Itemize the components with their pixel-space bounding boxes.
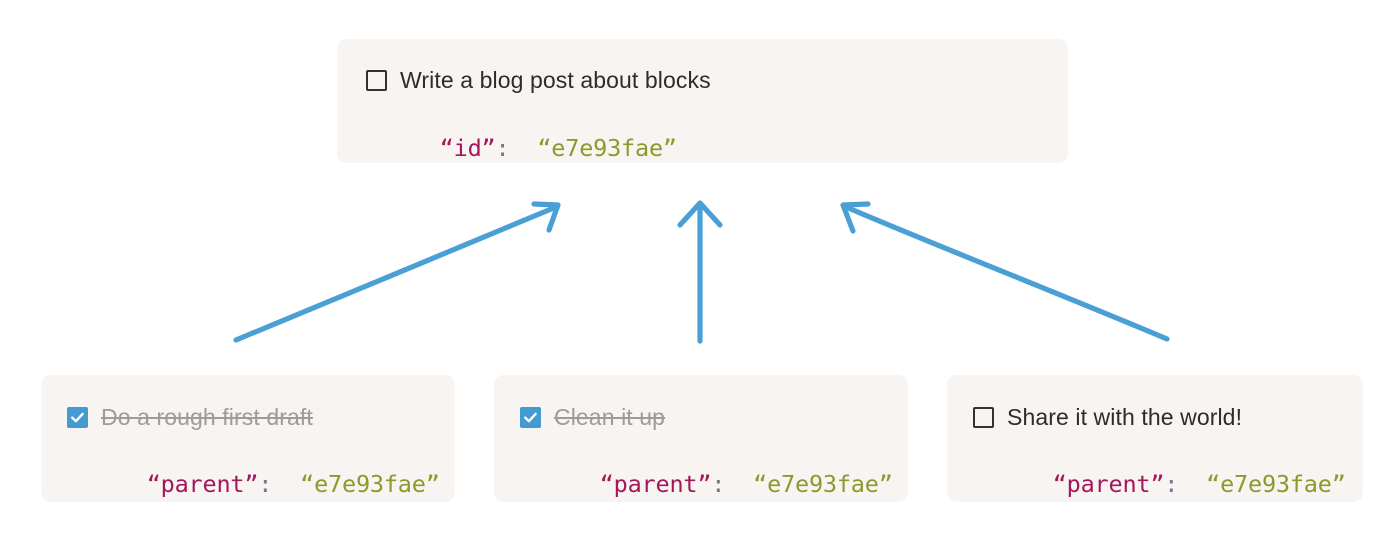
arrow-child-2-to-parent — [840, 201, 1170, 342]
checkbox-checked-icon[interactable] — [520, 406, 541, 428]
child-0-code-line: “parent”: “e7e93fae” — [63, 445, 440, 523]
parent-todo-row[interactable]: Write a blog post about blocks — [366, 68, 711, 92]
checkbox-empty-icon[interactable] — [366, 69, 387, 91]
child-2-code-gap — [1178, 470, 1206, 498]
child-2-todo-label: Share it with the world! — [1007, 404, 1243, 430]
child-1-code-key: “parent” — [599, 470, 712, 498]
child-block-card[interactable]: Clean it up “parent”: “e7e93fae” — [494, 375, 908, 502]
child-0-code-colon: : — [258, 470, 273, 498]
child-1-code-line: “parent”: “e7e93fae” — [516, 445, 893, 523]
child-1-todo-row[interactable]: Clean it up — [520, 405, 665, 429]
child-2-todo-row[interactable]: Share it with the world! — [973, 405, 1242, 429]
child-2-code-colon: : — [1164, 470, 1179, 498]
child-block-card[interactable]: Share it with the world! “parent”: “e7e9… — [947, 375, 1363, 502]
child-0-code-value: “e7e93fae” — [300, 470, 440, 498]
checkbox-checked-icon[interactable] — [67, 406, 88, 428]
parent-code-value — [509, 134, 537, 162]
child-block-card[interactable]: Do a rough first draft “parent”: “e7e93f… — [41, 375, 455, 502]
arrow-child-0-to-parent — [233, 201, 561, 343]
child-0-todo-row[interactable]: Do a rough first draft — [67, 405, 313, 429]
parent-block-card[interactable]: Write a blog post about blocks “id”: “e7… — [337, 39, 1068, 163]
arrow-child-1-to-parent — [677, 200, 723, 344]
child-0-code-key: “parent” — [146, 470, 259, 498]
child-1-todo-label: Clean it up — [554, 404, 666, 430]
checkbox-empty-icon[interactable] — [973, 406, 994, 428]
child-1-code-value: “e7e93fae” — [753, 470, 893, 498]
child-1-code-colon: : — [711, 470, 726, 498]
parent-todo-label: Write a blog post about blocks — [400, 67, 711, 93]
child-0-todo-label: Do a rough first draft — [101, 404, 313, 430]
child-1-code-gap — [725, 470, 753, 498]
parent-code-line: “id”: “e7e93fae” — [356, 109, 677, 187]
child-0-code-gap — [272, 470, 300, 498]
parent-code-colon: : — [495, 134, 510, 162]
parent-code-key: “id” — [439, 134, 496, 162]
parent-code-value-text: “e7e93fae” — [537, 134, 677, 162]
child-2-code-value: “e7e93fae” — [1206, 470, 1346, 498]
child-2-code-key: “parent” — [1052, 470, 1165, 498]
child-2-code-line: “parent”: “e7e93fae” — [969, 445, 1346, 523]
